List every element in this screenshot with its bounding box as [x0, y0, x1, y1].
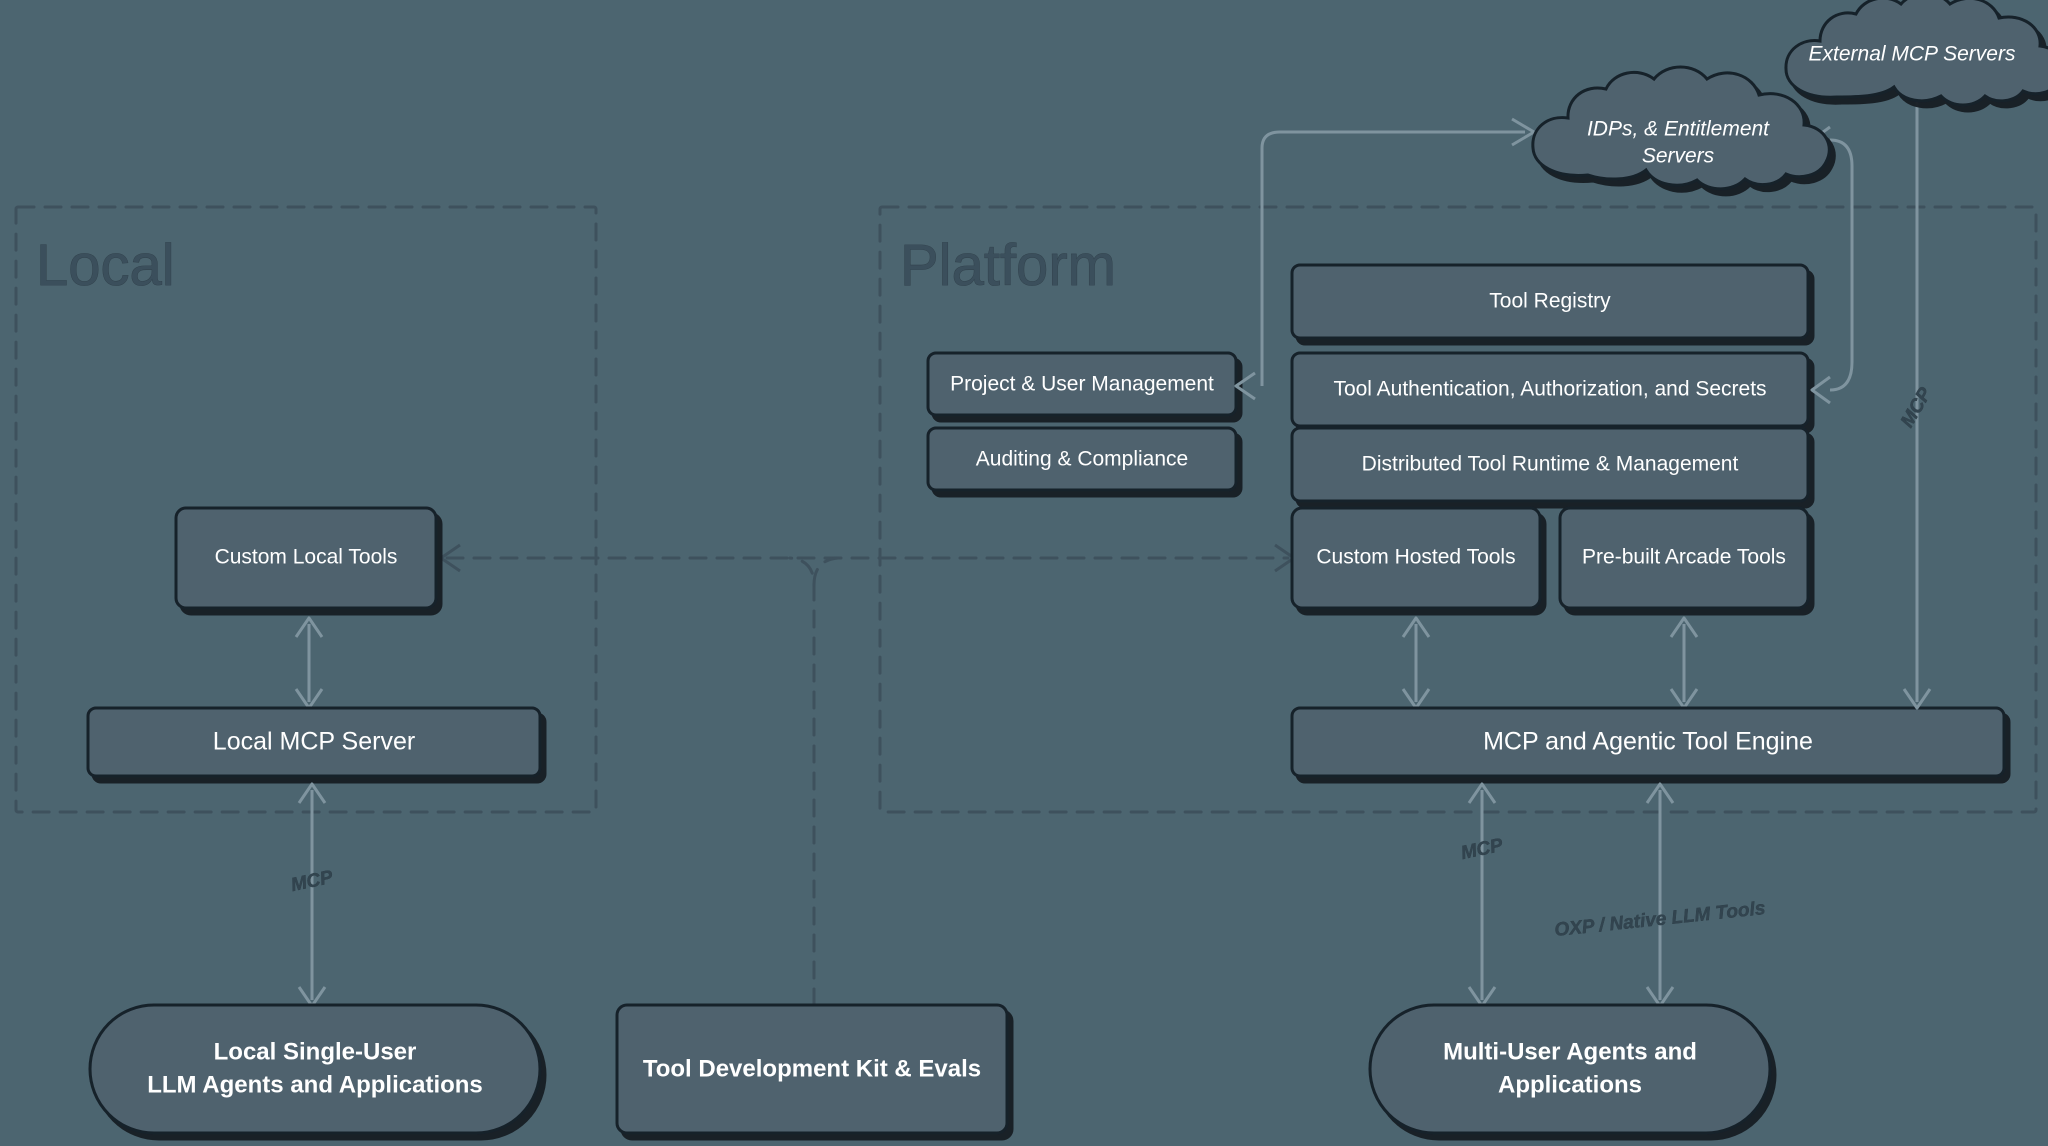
cloud-idps-line1: IDPs, & Entitlement: [1587, 118, 1770, 141]
node-local-single-user-agents-line2: LLM Agents and Applications: [147, 1071, 483, 1098]
edge-label-mcp-platform: MCP: [1459, 835, 1505, 864]
node-multi-user-agents-line1: Multi-User Agents and: [1443, 1038, 1697, 1065]
zone-platform-label: Platform: [900, 233, 1116, 298]
link-idps-tool-auth: [1829, 138, 1854, 392]
node-custom-hosted-tools-label: Custom Hosted Tools: [1316, 546, 1515, 569]
arrowhead-up-local-mcp-server: [297, 782, 327, 804]
zone-platform-frame: [878, 205, 2038, 814]
node-auditing-compliance-label: Auditing & Compliance: [976, 448, 1188, 471]
node-custom-hosted-tools[interactable]: Custom Hosted Tools: [1290, 506, 1542, 610]
node-custom-local-tools[interactable]: Custom Local Tools: [174, 506, 438, 610]
edge-label-mcp-local: MCP: [289, 867, 335, 896]
node-local-single-user-agents-line1: Local Single-User: [214, 1038, 417, 1065]
node-tool-authentication-label: Tool Authentication, Authorization, and …: [1333, 378, 1766, 401]
node-custom-local-tools-label: Custom Local Tools: [215, 546, 398, 569]
node-distributed-tool-runtime[interactable]: Distributed Tool Runtime & Management: [1290, 426, 1810, 503]
arrowhead-up-engine-oxp: [1645, 782, 1675, 804]
node-tool-registry[interactable]: Tool Registry: [1290, 263, 1810, 340]
zone-local-frame: [14, 205, 598, 814]
cloud-idps-entitlement-servers[interactable]: IDPs, & Entitlement Servers: [1531, 65, 1831, 191]
arrowhead-right-idps-cloud: [1511, 117, 1536, 147]
node-local-mcp-server[interactable]: Local MCP Server: [86, 706, 542, 778]
arrowhead-up-custom-hosted-tools: [1401, 616, 1431, 638]
arrowhead-left-tool-authentication: [1810, 375, 1831, 405]
node-auditing-compliance[interactable]: Auditing & Compliance: [926, 426, 1238, 492]
node-local-single-user-agents[interactable]: Local Single-User LLM Agents and Applica…: [88, 1003, 542, 1135]
cloud-external-mcp-servers[interactable]: External MCP Servers: [1784, 0, 2048, 107]
node-mcp-agentic-tool-engine-label: MCP and Agentic Tool Engine: [1483, 728, 1813, 756]
arrowhead-left-custom-local-tools: [439, 543, 461, 573]
node-project-user-management[interactable]: Project & User Management: [926, 351, 1238, 417]
arrowhead-up-prebuilt-arcade-tools: [1669, 616, 1699, 638]
node-local-mcp-server-label: Local MCP Server: [213, 728, 415, 756]
node-multi-user-agents-line2: Applications: [1498, 1071, 1642, 1098]
node-distributed-tool-runtime-label: Distributed Tool Runtime & Management: [1362, 453, 1739, 476]
arrowhead-up-engine-mcp: [1467, 782, 1497, 804]
zone-local-label: Local: [36, 233, 175, 298]
link-tdk-riser: [788, 556, 816, 1007]
node-mcp-agentic-tool-engine[interactable]: MCP and Agentic Tool Engine: [1290, 706, 2006, 778]
node-tool-development-kit-label: Tool Development Kit & Evals: [643, 1055, 981, 1082]
node-multi-user-agents[interactable]: Multi-User Agents and Applications: [1368, 1003, 1772, 1135]
node-prebuilt-arcade-tools-label: Pre-built Arcade Tools: [1582, 546, 1786, 569]
node-project-user-management-label: Project & User Management: [950, 373, 1214, 396]
node-tool-registry-label: Tool Registry: [1489, 290, 1611, 313]
edge-label-mcp-external: MCP: [1897, 384, 1936, 431]
cloud-idps-line2: Servers: [1642, 145, 1715, 168]
arrowhead-left-project-user-management: [1234, 371, 1256, 401]
node-prebuilt-arcade-tools[interactable]: Pre-built Arcade Tools: [1558, 506, 1810, 610]
link-platform-idps: [1260, 130, 1525, 386]
arrowhead-down-engine-external: [1902, 688, 1932, 710]
arrowhead-up-custom-local-tools: [294, 616, 324, 638]
link-tdk-branch: [812, 556, 840, 587]
node-tool-development-kit[interactable]: Tool Development Kit & Evals: [615, 1003, 1009, 1135]
node-tool-authentication[interactable]: Tool Authentication, Authorization, and …: [1290, 351, 1810, 428]
cloud-external-mcp-label: External MCP Servers: [1809, 43, 2016, 66]
